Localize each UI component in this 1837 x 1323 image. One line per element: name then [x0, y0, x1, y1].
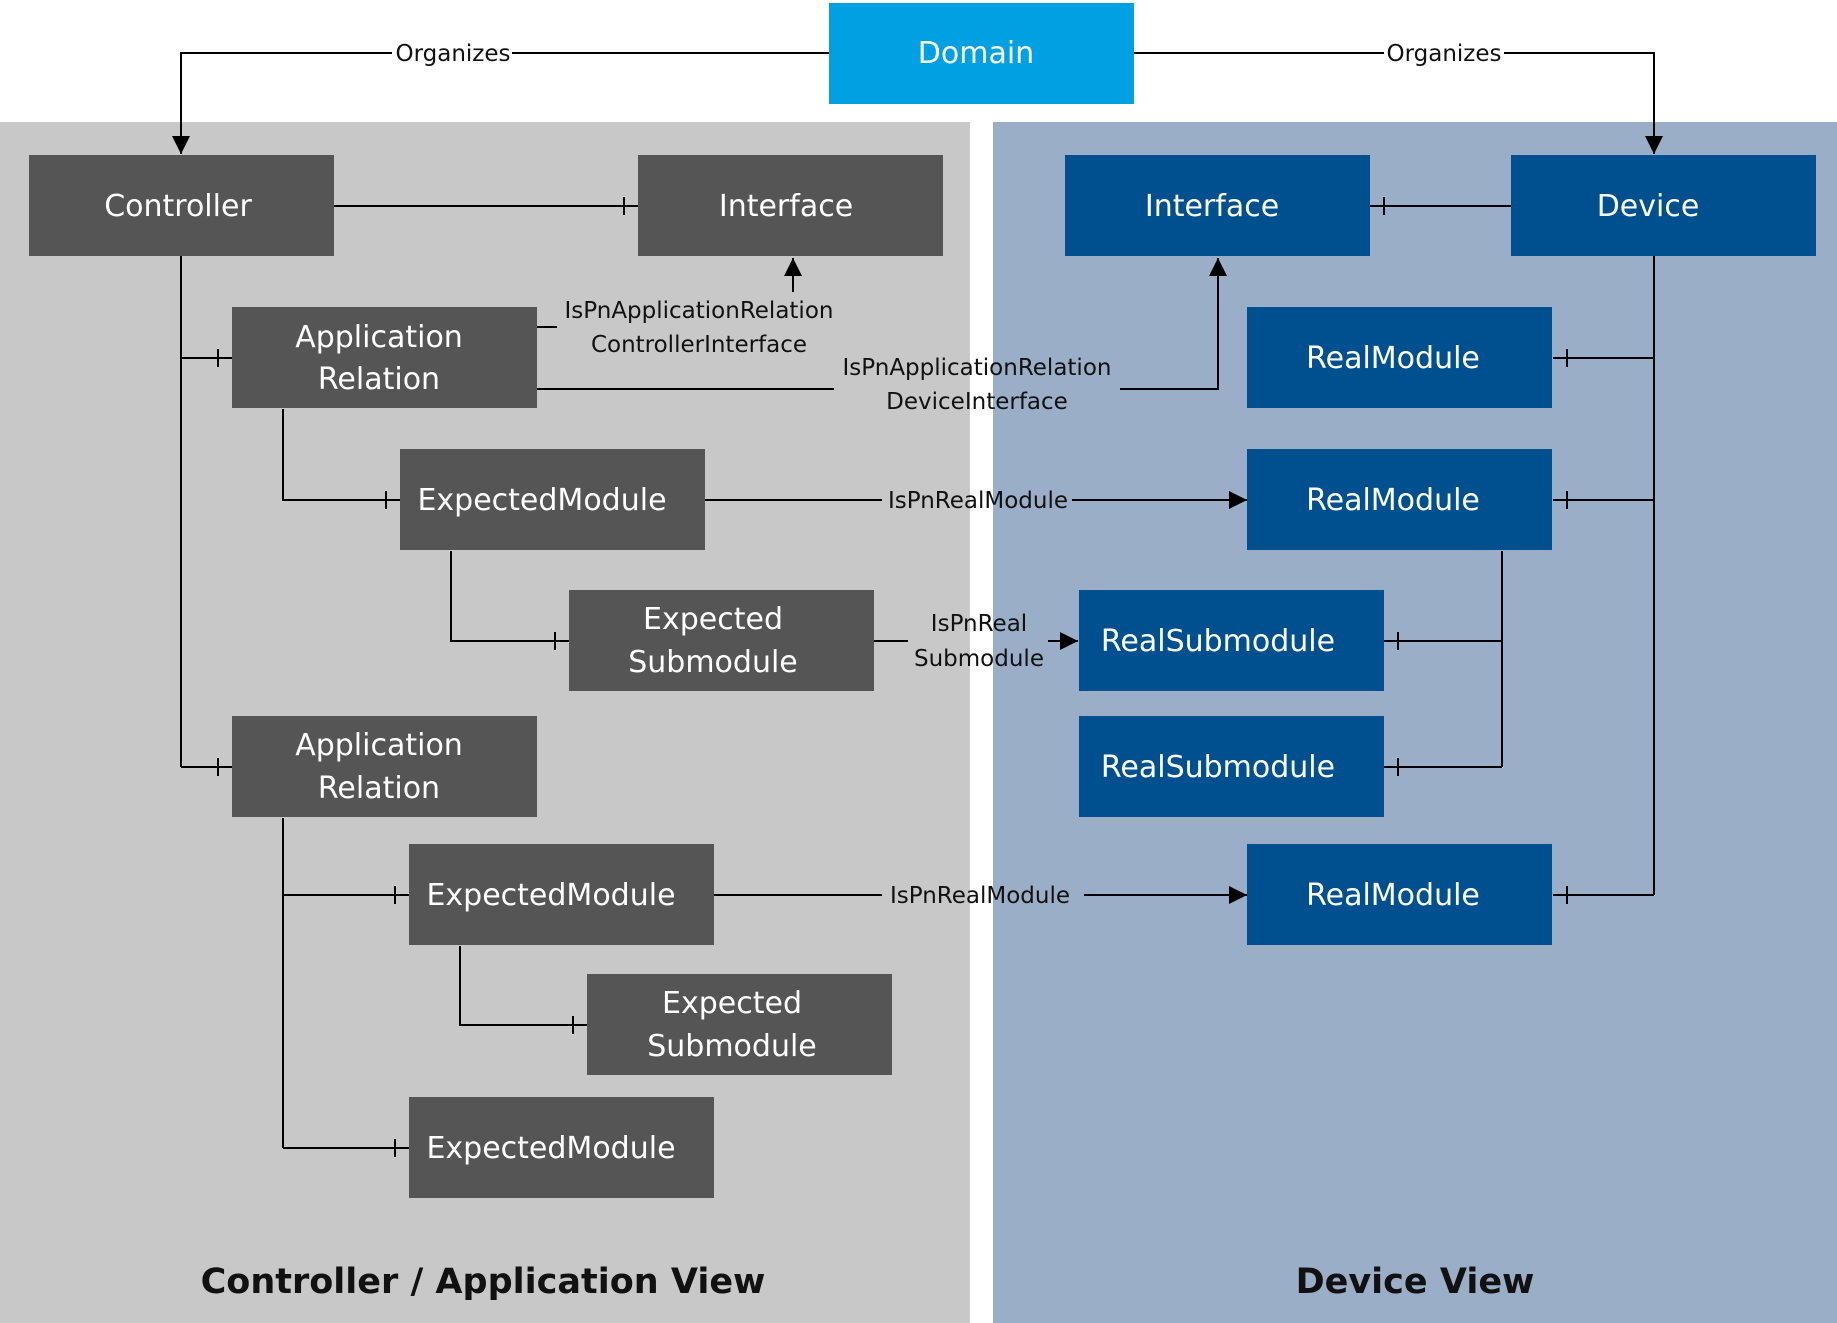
real-module-node-2[interactable]: [1247, 449, 1552, 550]
real-submodule-label-1: RealSubmodule: [1101, 624, 1335, 659]
expected-module-label-2: ExpectedModule: [426, 878, 675, 913]
ar-dev-interface-label-2: DeviceInterface: [886, 389, 1068, 415]
expected-submodule-label-2a: Expected: [662, 986, 802, 1021]
real-module-label-1: RealModule: [1306, 341, 1480, 376]
ar-dev-interface-edge: [537, 258, 1227, 390]
expected-module-node-1[interactable]: [400, 449, 705, 550]
expected-module-label-1: ExpectedModule: [417, 483, 666, 518]
real-submodule-node-2[interactable]: [1079, 716, 1384, 817]
controller-interface-label: Interface: [719, 189, 853, 224]
expected-module-node-2[interactable]: [409, 844, 714, 945]
controller-view-title: Controller / Application View: [201, 1262, 766, 1302]
expected-submodule-label-1a: Expected: [643, 602, 783, 637]
expected-submodule-node-1[interactable]: [569, 590, 874, 691]
domain-node[interactable]: [829, 3, 1134, 104]
ar-ctrl-interface-label-1: IsPnApplicationRelation: [565, 298, 834, 324]
real-submodule-node-1[interactable]: [1079, 590, 1384, 691]
application-relation-label-2b: Relation: [318, 771, 440, 806]
organizes-left-edge: [172, 52, 829, 154]
ar-ctrl-interface-label-2: ControllerInterface: [591, 332, 807, 358]
real-module-node-3[interactable]: [1247, 844, 1552, 945]
domain-label: Domain: [918, 36, 1034, 71]
controller-node[interactable]: [29, 155, 334, 256]
controller-label: Controller: [104, 189, 252, 224]
expected-submodule-node-2[interactable]: [587, 974, 892, 1075]
organizes-right-edge: [1134, 52, 1663, 154]
application-relation-label-1a: Application: [295, 320, 463, 355]
application-relation-node-1[interactable]: [232, 307, 537, 408]
real-module-label-2: IsPnRealModule: [890, 883, 1070, 909]
real-submodule-label-2: Submodule: [914, 646, 1044, 672]
real-module-node-1[interactable]: [1247, 307, 1552, 408]
device-node[interactable]: [1511, 155, 1816, 256]
application-relation-label-1b: Relation: [318, 362, 440, 397]
device-interface-node[interactable]: [1065, 155, 1370, 256]
device-interface-label: Interface: [1145, 189, 1279, 224]
expected-module-node-3[interactable]: [409, 1097, 714, 1198]
controller-interface-node[interactable]: [638, 155, 943, 256]
real-module-label-1: IsPnRealModule: [888, 488, 1068, 514]
device-label: Device: [1597, 189, 1700, 224]
application-relation-label-2a: Application: [295, 728, 463, 763]
application-relation-node-2[interactable]: [232, 716, 537, 817]
real-submodule-label-2: RealSubmodule: [1101, 750, 1335, 785]
expected-module-label-3: ExpectedModule: [426, 1131, 675, 1166]
expected-submodule-label-1b: Submodule: [628, 645, 798, 680]
organizes-left-label: Organizes: [395, 41, 510, 67]
organizes-right-label: Organizes: [1386, 41, 1501, 67]
real-module-label-2: RealModule: [1306, 483, 1480, 518]
real-submodule-label-1: IsPnReal: [931, 611, 1027, 637]
ar-dev-interface-label-1: IsPnApplicationRelation: [843, 355, 1112, 381]
device-view-title: Device View: [1296, 1262, 1535, 1302]
expected-submodule-label-2b: Submodule: [647, 1029, 817, 1064]
real-module-label-3: RealModule: [1306, 878, 1480, 913]
